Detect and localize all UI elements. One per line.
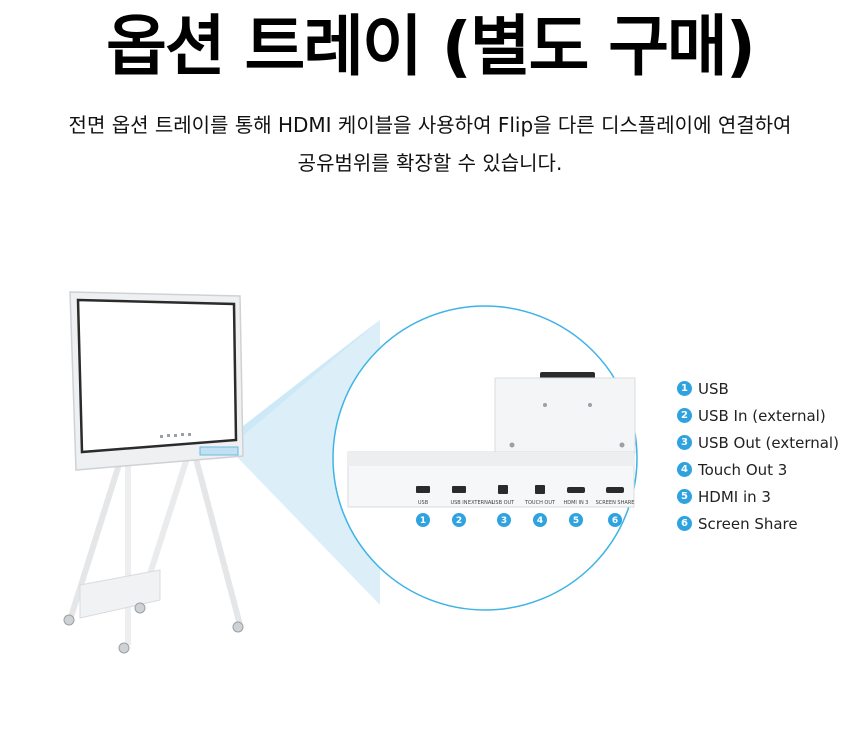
legend-label: Screen Share [698,514,798,533]
port-label: USB IN [450,500,467,506]
legend-label: Touch Out 3 [698,460,788,479]
touch-out-port [535,485,545,494]
port-label: SCREEN SHARE [596,500,635,506]
wheel [232,621,244,633]
legend-number-badge: 6 [677,516,692,531]
legend-number-badge: 4 [677,462,692,477]
port-label: HDMI IN 3 [564,500,589,506]
legend-item-touch-out: 4 Touch Out 3 [677,456,839,483]
port-number: 6 [612,516,618,526]
legend-number-badge: 3 [677,435,692,450]
legend-item-screen-share: 6 Screen Share [677,510,839,537]
hdmi-in-port [567,487,585,493]
legend-item-usb: 1 USB [677,375,839,402]
wheel [118,642,130,654]
wheel [134,602,146,614]
description-line-2: 공유범위를 확장할 수 있습니다. [297,151,563,175]
port-number: 1 [420,516,426,526]
port-group-label: EXTERNAL [468,500,494,506]
usb-in-port [452,486,466,493]
flip-display [63,291,244,654]
legend-number-badge: 2 [677,408,692,423]
option-tray [199,446,239,456]
port-label: USB OUT [492,500,515,506]
usb-out-port [498,485,508,494]
port-legend: 1 USB 2 USB In (external) 3 USB Out (ext… [677,375,839,537]
description: 전면 옵션 트레이를 통해 HDMI 케이블을 사용하여 Flip을 다른 디스… [0,106,860,182]
usb-port [416,486,430,493]
legend-item-usb-in: 2 USB In (external) [677,402,839,429]
port-number-badges: 1 2 3 4 5 6 [416,513,622,527]
port-number: 3 [501,516,507,526]
legend-label: USB [698,379,729,398]
port-label: USB [418,500,429,506]
option-tray-detail [347,372,636,508]
port-label: TOUCH OUT [524,500,556,506]
legend-item-hdmi-in: 5 HDMI in 3 [677,483,839,510]
legend-number-badge: 5 [677,489,692,504]
port-row: USB USB IN EXTERNAL USB OUT TOUCH OUT HD… [416,485,634,506]
wheel [63,614,75,626]
description-line-1: 전면 옵션 트레이를 통해 HDMI 케이블을 사용하여 Flip을 다른 디스… [68,113,792,137]
legend-label: HDMI in 3 [698,487,771,506]
port-number: 5 [573,516,579,526]
legend-label: USB Out (external) [698,433,839,452]
legend-label: USB In (external) [698,406,826,425]
screen-share-port [606,487,624,493]
legend-item-usb-out: 3 USB Out (external) [677,429,839,456]
legend-number-badge: 1 [677,381,692,396]
port-number: 4 [537,516,543,526]
port-number: 2 [456,516,462,526]
page-title: 옵션 트레이 (별도 구매) [106,8,756,85]
zoom-beam [238,320,380,605]
